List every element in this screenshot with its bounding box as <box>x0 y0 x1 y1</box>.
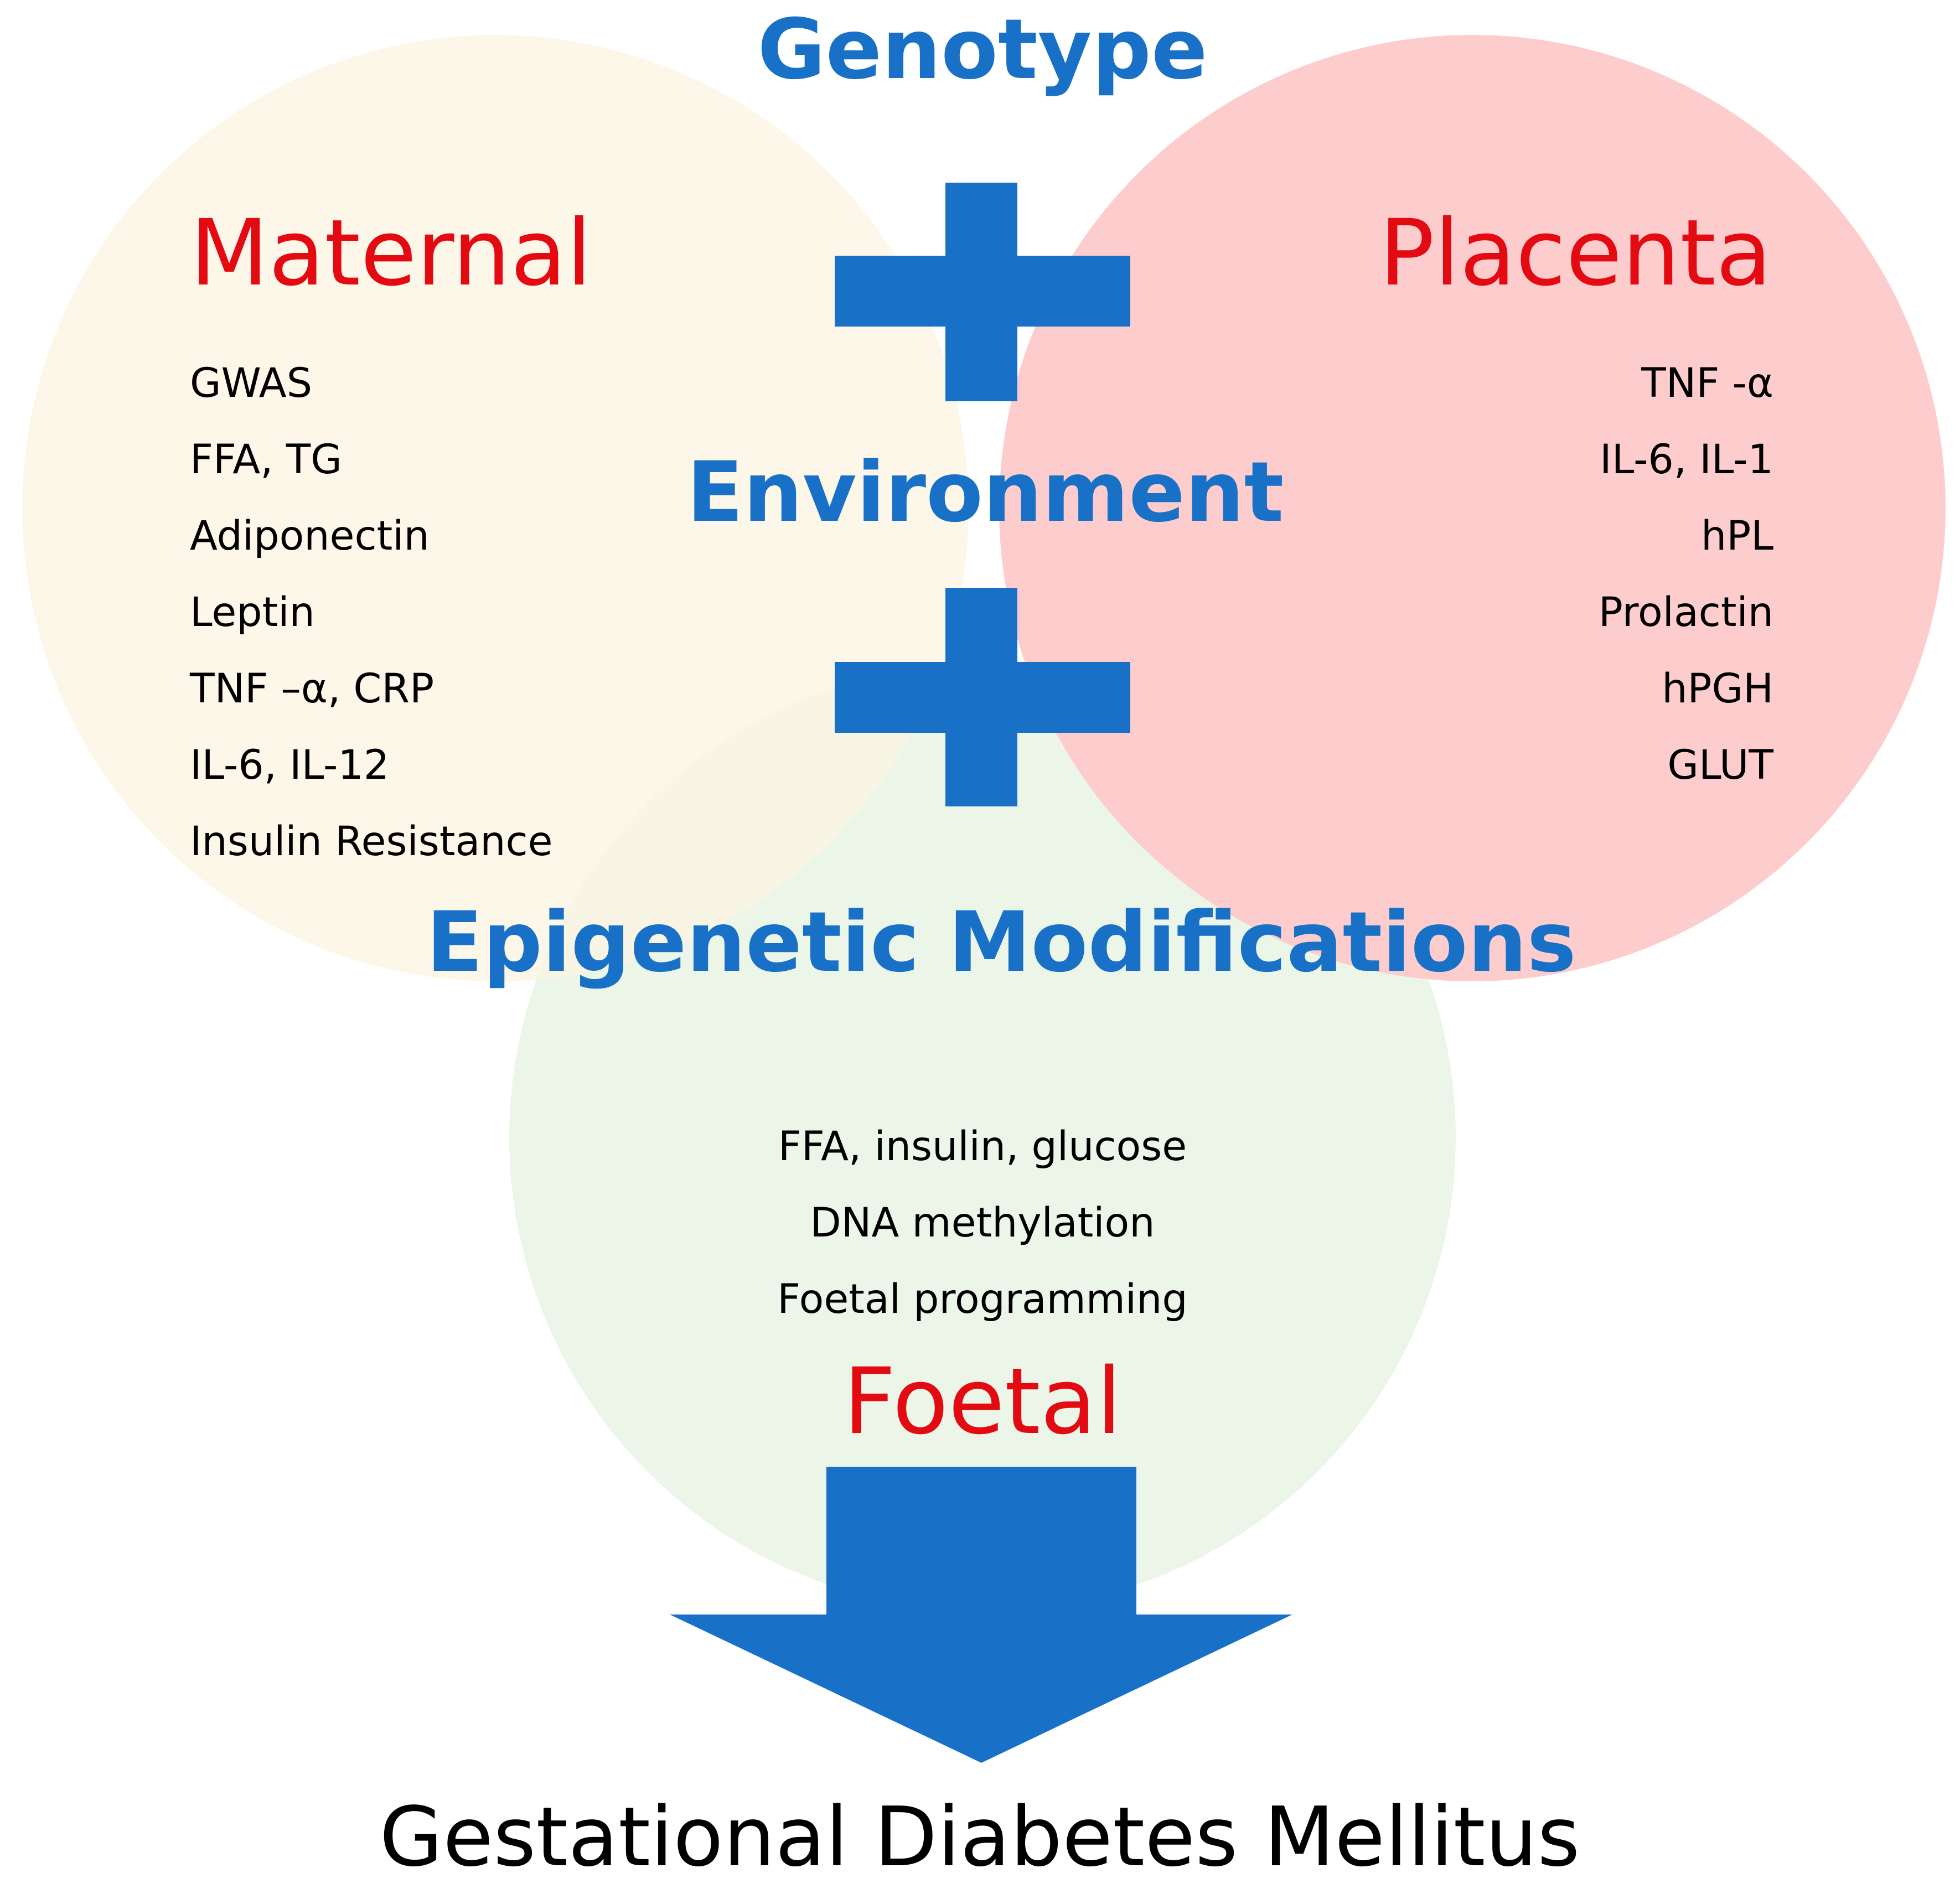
list-item: FFA, TG <box>190 436 342 483</box>
list-item: hPL <box>1701 513 1773 560</box>
placenta-title: Placenta <box>1379 200 1772 306</box>
maternal-factor-list: GWAS FFA, TG Adiponectin Leptin TNF –α, … <box>190 363 553 898</box>
list-item: GLUT <box>1667 742 1773 789</box>
list-item: DNA methylation <box>810 1199 1155 1246</box>
list-item: Insulin Resistance <box>190 818 553 865</box>
list-item: IL-6, IL-12 <box>190 742 390 789</box>
foetal-factor-list: FFA, insulin, glucose DNA methylation Fo… <box>733 1126 1232 1355</box>
down-arrow-icon <box>670 1467 1292 1763</box>
foetal-title: Foetal <box>843 1348 1122 1455</box>
list-item: TNF –α, CRP <box>190 665 435 712</box>
placenta-factor-list: TNF -α IL-6, IL-1 hPL Prolactin hPGH GLU… <box>1386 363 1773 821</box>
plus-icon <box>835 588 1130 806</box>
list-item: IL-6, IL-1 <box>1600 436 1773 483</box>
list-item: FFA, insulin, glucose <box>778 1123 1187 1170</box>
placenta-circle <box>999 35 1946 981</box>
list-item: Leptin <box>190 589 315 636</box>
maternal-title: Maternal <box>190 200 592 306</box>
list-item: Prolactin <box>1598 589 1773 636</box>
heading-environment: Environment <box>686 444 1284 541</box>
list-item: Adiponectin <box>190 513 430 560</box>
list-item: hPGH <box>1662 665 1773 712</box>
outcome-label: Gestational Diabetes Mellitus <box>379 1789 1580 1885</box>
heading-epigenetic-modifications: Epigenetic Modifications <box>426 894 1576 991</box>
list-item: TNF -α <box>1641 360 1773 407</box>
list-item: Foetal programming <box>777 1276 1188 1323</box>
list-item: GWAS <box>190 360 313 407</box>
plus-icon <box>835 183 1130 401</box>
maternal-circle <box>22 35 969 981</box>
heading-genotype: Genotype <box>757 2 1208 98</box>
